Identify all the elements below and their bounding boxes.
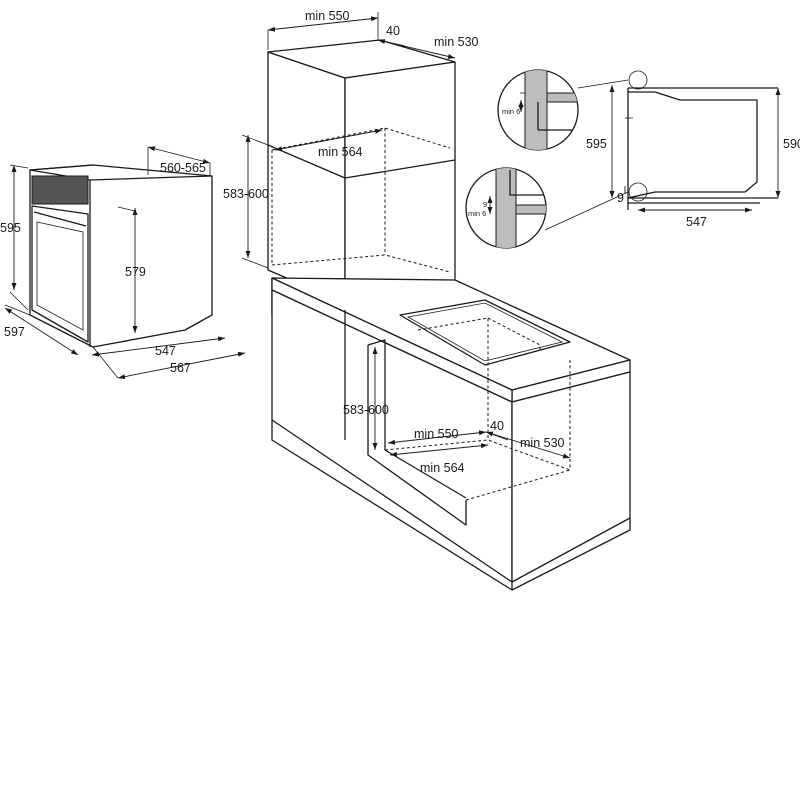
- magnifier-bottom: 9 min 6: [465, 167, 547, 249]
- base-cabinet-dimensions: 583-600 min 550 40 min 530 min 564: [343, 347, 571, 475]
- oven-window: [36, 221, 84, 331]
- base-gap-label: 40: [490, 419, 504, 433]
- tall-min-depth-label: min 530: [434, 35, 479, 49]
- oven-height-label: 595: [0, 221, 21, 235]
- base-cabinet: [271, 277, 631, 591]
- oven-width-label: 597: [4, 325, 25, 339]
- oven-top-depth-label: 560-565: [160, 161, 206, 175]
- oven-depth-label: 547: [155, 344, 176, 358]
- oven-dimensions: 595 560-565 579 597 547 567: [0, 146, 246, 380]
- cooktop: [399, 299, 571, 366]
- base-niche-height-label: 583-600: [343, 403, 389, 417]
- tall-min-width-label: min 550: [305, 9, 350, 23]
- detail-bottom-gap-small-label: 9: [483, 200, 487, 209]
- oven-drawing: [29, 164, 213, 348]
- tall-cabinet: [267, 39, 456, 304]
- detail-top-gap-label: min 6: [502, 107, 520, 116]
- magnifier-top: min 6: [497, 69, 579, 151]
- tall-inner-width-label: min 564: [318, 145, 363, 159]
- detail-inner-height-label: 590: [783, 137, 800, 151]
- base-inner-width-label: min 564: [420, 461, 465, 475]
- oven-door: [31, 205, 89, 343]
- tall-gap-label: 40: [386, 24, 400, 38]
- door-handle: [33, 211, 87, 227]
- detail-bottom-gap-label: 9: [617, 191, 624, 205]
- detail-outer-height-label: 595: [586, 137, 607, 151]
- section-detail: 595 590 547 9: [544, 70, 800, 231]
- base-min-width-label: min 550: [414, 427, 459, 441]
- base-min-depth-label: min 530: [520, 436, 565, 450]
- detail-depth-label: 547: [686, 215, 707, 229]
- oven-inner-height-label: 579: [125, 265, 146, 279]
- tall-niche-height-label: 583-600: [223, 187, 269, 201]
- oven-total-depth-label: 567: [170, 361, 191, 375]
- control-panel: [31, 175, 89, 205]
- tall-cabinet-dimensions: min 550 40 min 530 min 564 583-600: [223, 9, 479, 269]
- detail-bottom-min-label: min 6: [468, 209, 486, 218]
